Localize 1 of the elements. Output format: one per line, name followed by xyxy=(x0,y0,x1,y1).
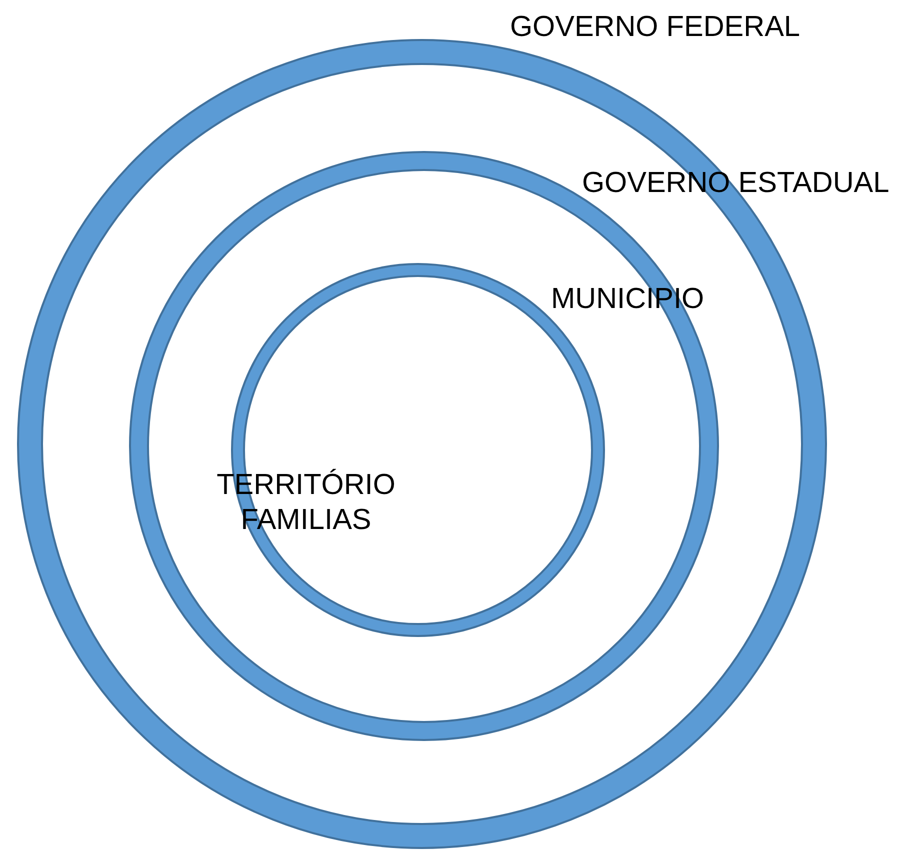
ring-label: GOVERNO FEDERAL xyxy=(510,10,800,45)
